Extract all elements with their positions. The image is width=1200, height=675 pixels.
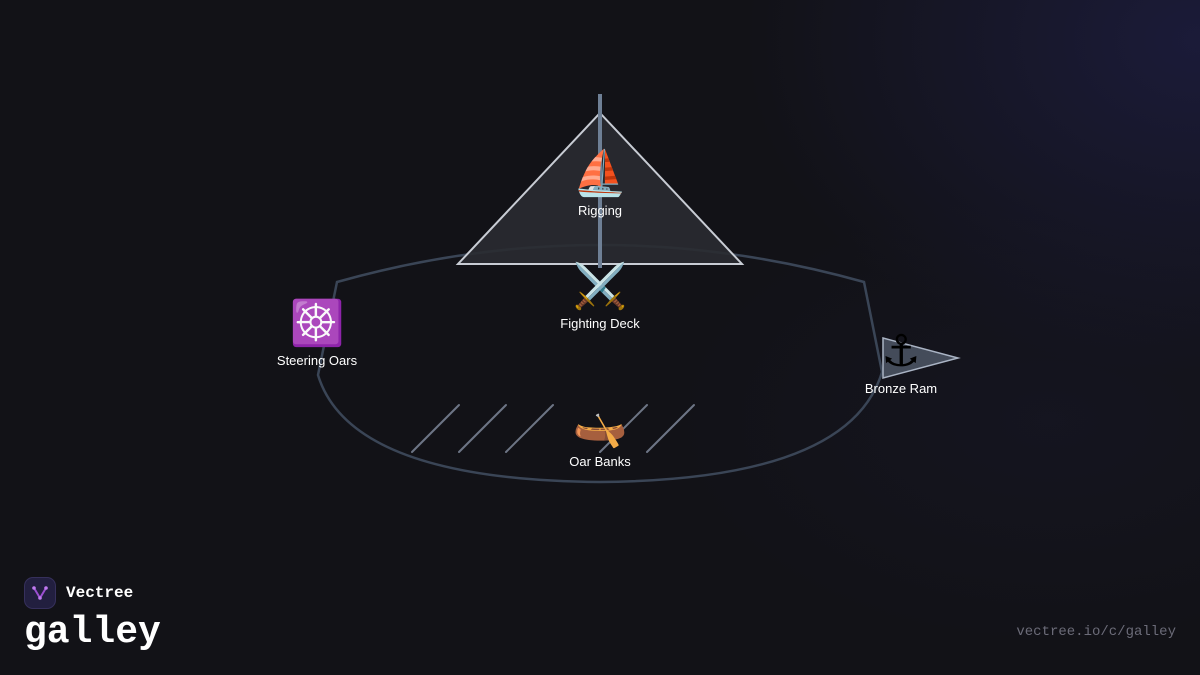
canoe-icon: 🛶	[572, 399, 628, 450]
part-oar-banks: 🛶 Oar Banks	[569, 399, 631, 470]
part-label: Fighting Deck	[560, 316, 640, 331]
part-label: Steering Oars	[276, 353, 358, 368]
brand-name: Vectree	[66, 584, 134, 602]
sailboat-icon: ⛵	[572, 148, 628, 199]
part-label: Rigging	[577, 203, 623, 218]
ship-wheel-icon: ☸️	[289, 298, 345, 349]
oar	[411, 404, 460, 453]
part-rigging: ⛵ Rigging	[572, 148, 628, 219]
oar	[458, 404, 507, 453]
part-label: Bronze Ram	[864, 381, 938, 396]
oar	[505, 404, 554, 453]
part-fighting-deck: ⚔️ Fighting Deck	[560, 261, 640, 332]
anchor-icon: ⚓	[881, 326, 921, 377]
vectree-logo-icon	[24, 577, 56, 609]
oar	[646, 404, 695, 453]
part-bronze-ram: ⚓ Bronze Ram	[864, 326, 938, 397]
oar	[599, 404, 648, 453]
part-label: Oar Banks	[569, 454, 631, 469]
page-title: galley	[24, 611, 161, 654]
oars	[411, 404, 695, 453]
source-url[interactable]: vectree.io/c/galley	[1016, 624, 1176, 640]
crossed-swords-icon: ⚔️	[572, 261, 628, 312]
part-steering-oars: ☸️ Steering Oars	[276, 298, 358, 369]
brand[interactable]: Vectree	[24, 577, 133, 609]
ram-shape	[882, 337, 961, 379]
